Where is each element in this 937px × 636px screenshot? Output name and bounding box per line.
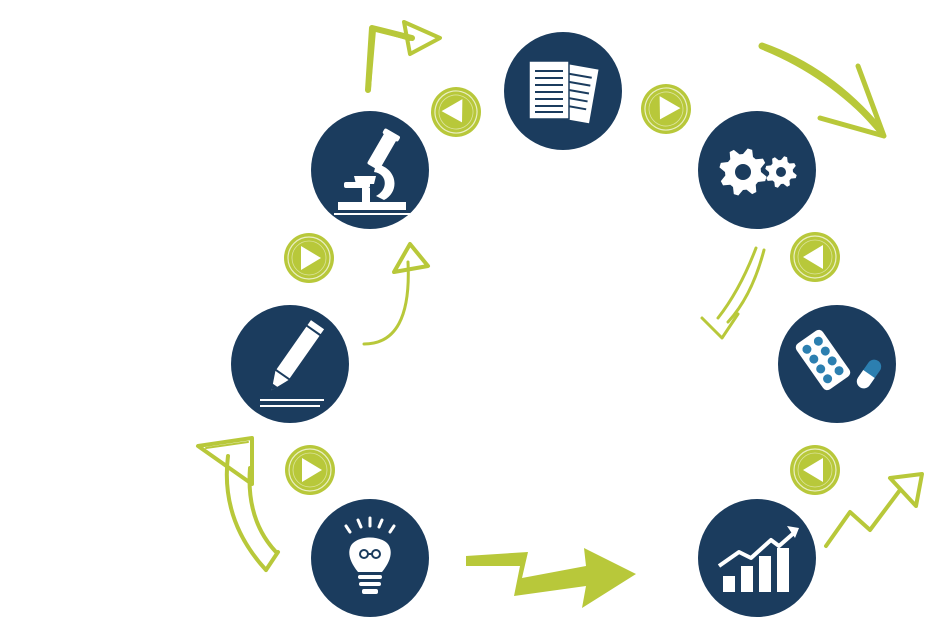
- stage-lightbulb: [311, 499, 429, 617]
- microscope-icon: [334, 128, 410, 215]
- pencil-icon: [260, 320, 325, 407]
- stage-gears: [698, 111, 816, 229]
- pills-icon: [795, 329, 882, 391]
- chevron-arrow-icon: [284, 444, 336, 496]
- sketch-arrow-bottom-left-icon: [196, 436, 280, 572]
- gears-icon: [719, 148, 797, 196]
- chevron-arrow-icon: [789, 231, 841, 283]
- stage-pills: [778, 305, 896, 423]
- sketch-arrow-curve-up-icon: [362, 242, 430, 346]
- sketch-arrow-top-left-icon: [365, 20, 442, 93]
- lightbulb-icon: [344, 516, 396, 594]
- chevron-arrow-icon: [789, 444, 841, 496]
- stage-microscope: [311, 111, 429, 229]
- sketch-arrow-top-right-icon: [758, 42, 887, 139]
- stage-documents: [504, 32, 622, 150]
- stage-pencil: [231, 305, 349, 423]
- growth-chart-icon: [717, 526, 799, 592]
- stage-growth-chart: [698, 499, 816, 617]
- chevron-arrow-icon: [631, 74, 701, 144]
- sketch-arrow-bottom-center-icon: [466, 548, 636, 608]
- sketch-arrow-curve-down-icon: [700, 246, 766, 340]
- stages: [231, 32, 896, 617]
- sketch-arrow-bottom-right-icon: [824, 472, 924, 548]
- chevron-arrow-icon: [283, 232, 335, 284]
- sketch-arrows: [196, 20, 924, 608]
- documents-icon: [528, 60, 601, 126]
- chevron-arrow-icon: [421, 77, 491, 147]
